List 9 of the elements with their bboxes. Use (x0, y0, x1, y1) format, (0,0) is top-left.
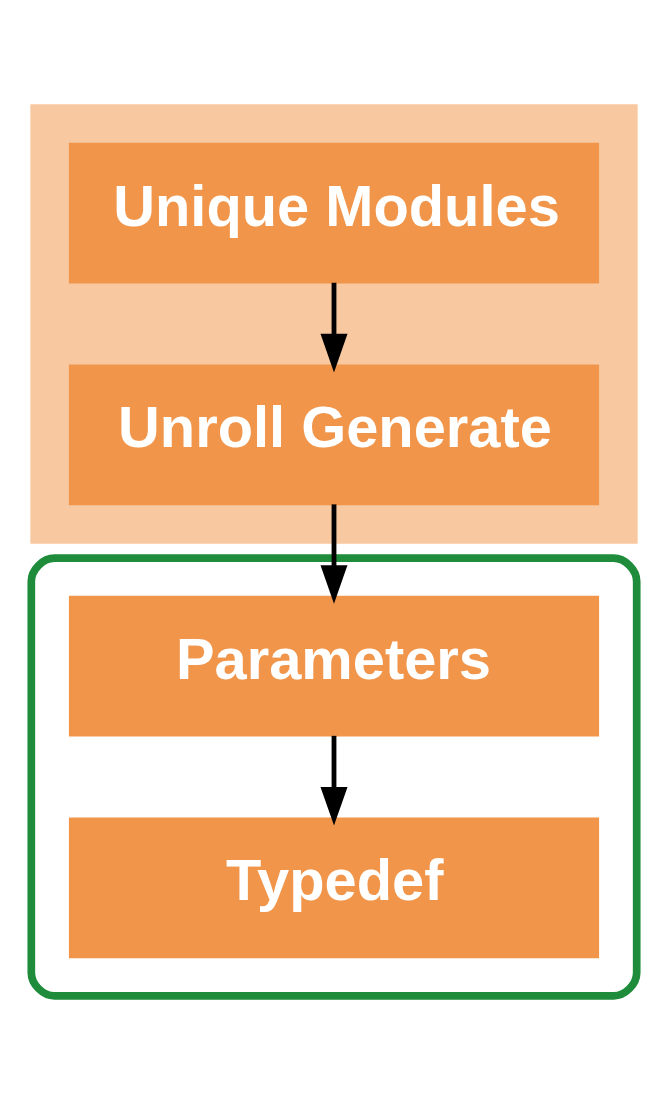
cluster (27, 554, 641, 1000)
arrow (320, 282, 348, 373)
node-box: Unroll Generate (68, 364, 600, 506)
cluster (30, 104, 638, 544)
arrow (320, 504, 348, 604)
arrow (320, 735, 348, 826)
node-box: Unique Modules (68, 142, 600, 284)
node-box: Typedef (68, 817, 600, 959)
node-box: Parameters (68, 595, 600, 737)
